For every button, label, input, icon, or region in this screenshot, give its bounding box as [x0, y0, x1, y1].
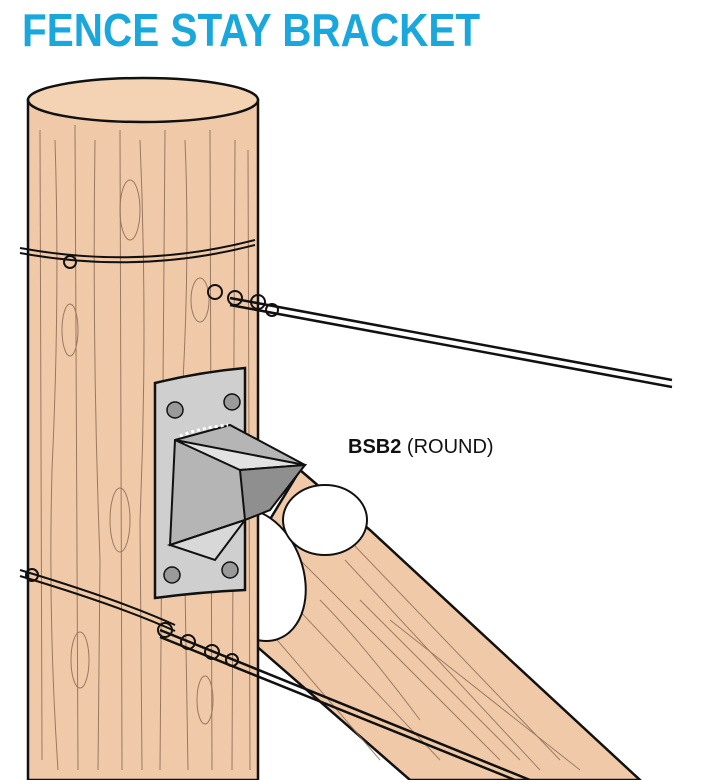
stay-bracket	[153, 366, 308, 600]
product-variant: (ROUND)	[406, 436, 494, 458]
product-code: BSB2	[348, 436, 402, 458]
product-callout: BSB2 (ROUND)	[348, 436, 494, 459]
top-wire	[19, 239, 673, 389]
bolt-holes	[163, 393, 241, 584]
fence-post	[26, 76, 260, 780]
page-title: FENCE STAY BRACKET	[22, 4, 481, 56]
bottom-wire	[19, 568, 531, 780]
